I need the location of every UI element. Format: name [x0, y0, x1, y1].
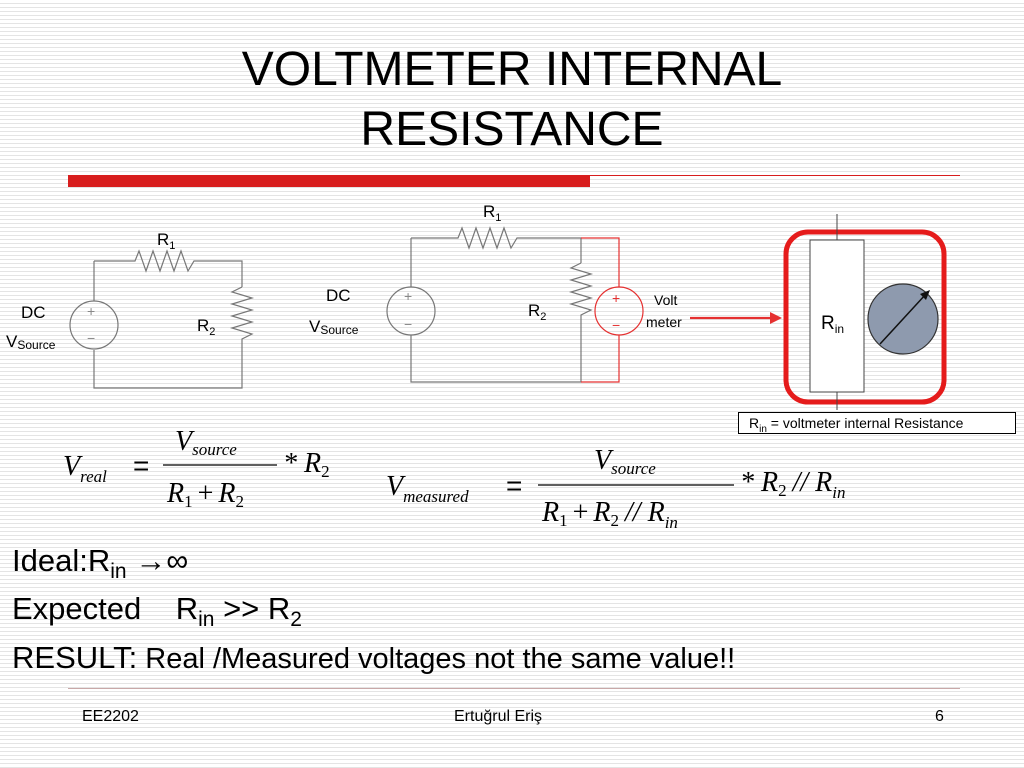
svg-text:R2: R2	[528, 301, 546, 323]
svg-text:=: =	[506, 470, 522, 501]
footer-author: Ertuğrul Eriş	[454, 708, 543, 725]
svg-text:Rin: Rin	[821, 313, 844, 336]
voltage-source-right	[386, 286, 436, 336]
bullet-expected: Expected Rin >> R2	[12, 591, 302, 632]
svg-text:* R2: * R2	[283, 448, 330, 481]
svg-text:+: +	[612, 290, 620, 306]
svg-text:=: =	[133, 450, 149, 481]
dc-label: DC	[21, 303, 46, 322]
svg-text:−: −	[87, 330, 95, 346]
svg-text:+: +	[404, 288, 412, 304]
highlight-frame	[783, 229, 947, 405]
svg-text:VSource: VSource	[309, 317, 359, 337]
rin-caption: Rin = voltmeter internal Resistance	[738, 412, 1016, 435]
v-source-right-label: V	[309, 317, 321, 336]
resistor-r1	[94, 249, 243, 287]
meter-needle-icon	[879, 293, 927, 345]
footer-course: EE2202	[82, 708, 139, 725]
voltmeter-symbol	[581, 237, 644, 383]
resistor-r1-right	[411, 226, 582, 263]
svg-text:−: −	[404, 316, 412, 332]
svg-text:Vmeasured: Vmeasured	[386, 471, 469, 506]
svg-text:VSource: VSource	[6, 332, 56, 352]
svg-text:* R2// Rin: * R2// Rin	[740, 467, 846, 502]
title-underline-bar	[68, 175, 590, 187]
svg-text:R1: R1	[157, 230, 175, 252]
svg-text:+: +	[87, 303, 95, 319]
svg-text:−: −	[612, 317, 620, 333]
resistor-r2-right	[410, 262, 594, 383]
title-underline-thin	[590, 175, 960, 176]
circuit-diagram-left: + − R1 R2 DC VSource	[6, 230, 255, 389]
footer-page-number: 6	[935, 708, 944, 725]
slide-title-line-1: VOLTMETER INTERNAL	[241, 43, 783, 96]
svg-text:R1+R2// Rin: R1+R2// Rin	[541, 497, 678, 532]
svg-text:Vsource: Vsource	[594, 445, 656, 478]
svg-text:R1+R2: R1+R2	[166, 478, 244, 511]
arrow-head-icon	[770, 312, 782, 324]
bullet-result: RESULT: Real /Measured voltages not the …	[12, 640, 736, 675]
v-source-label: V	[6, 332, 18, 351]
r2-label: R	[197, 316, 209, 335]
slide-title: VOLTMETER INTERNAL RESISTANCE	[60, 40, 964, 160]
formula-v-measured: Vmeasured = Vsource R1+R2// Rin * R2// R…	[386, 445, 846, 532]
r1-label: R	[157, 230, 169, 249]
r1-right-label: R	[483, 202, 495, 221]
formula-v-real: Vreal = Vsource R1+R2 * R2	[63, 426, 330, 511]
volt-label: Volt	[654, 292, 677, 308]
footer-divider	[68, 688, 960, 689]
svg-text:Vsource: Vsource	[175, 426, 237, 459]
svg-text:R2: R2	[197, 316, 215, 338]
r2-right-label: R	[528, 301, 540, 320]
voltmeter-model: Rin	[690, 214, 947, 410]
resistor-r2	[93, 286, 255, 389]
bullet-ideal: Ideal:Rin →∞	[12, 543, 189, 584]
svg-text:Vreal: Vreal	[63, 451, 107, 486]
dc-right-label: DC	[326, 286, 351, 305]
voltage-source-left	[69, 300, 119, 350]
circuit-diagram-right: + − + − R1 R2 DC VSource Volt meter	[309, 202, 682, 383]
rin-label: R	[821, 313, 835, 334]
svg-text:R1: R1	[483, 202, 501, 224]
meter-label: meter	[646, 314, 682, 330]
slide-title-line-2: RESISTANCE	[360, 103, 664, 156]
rin-resistor	[809, 239, 865, 393]
